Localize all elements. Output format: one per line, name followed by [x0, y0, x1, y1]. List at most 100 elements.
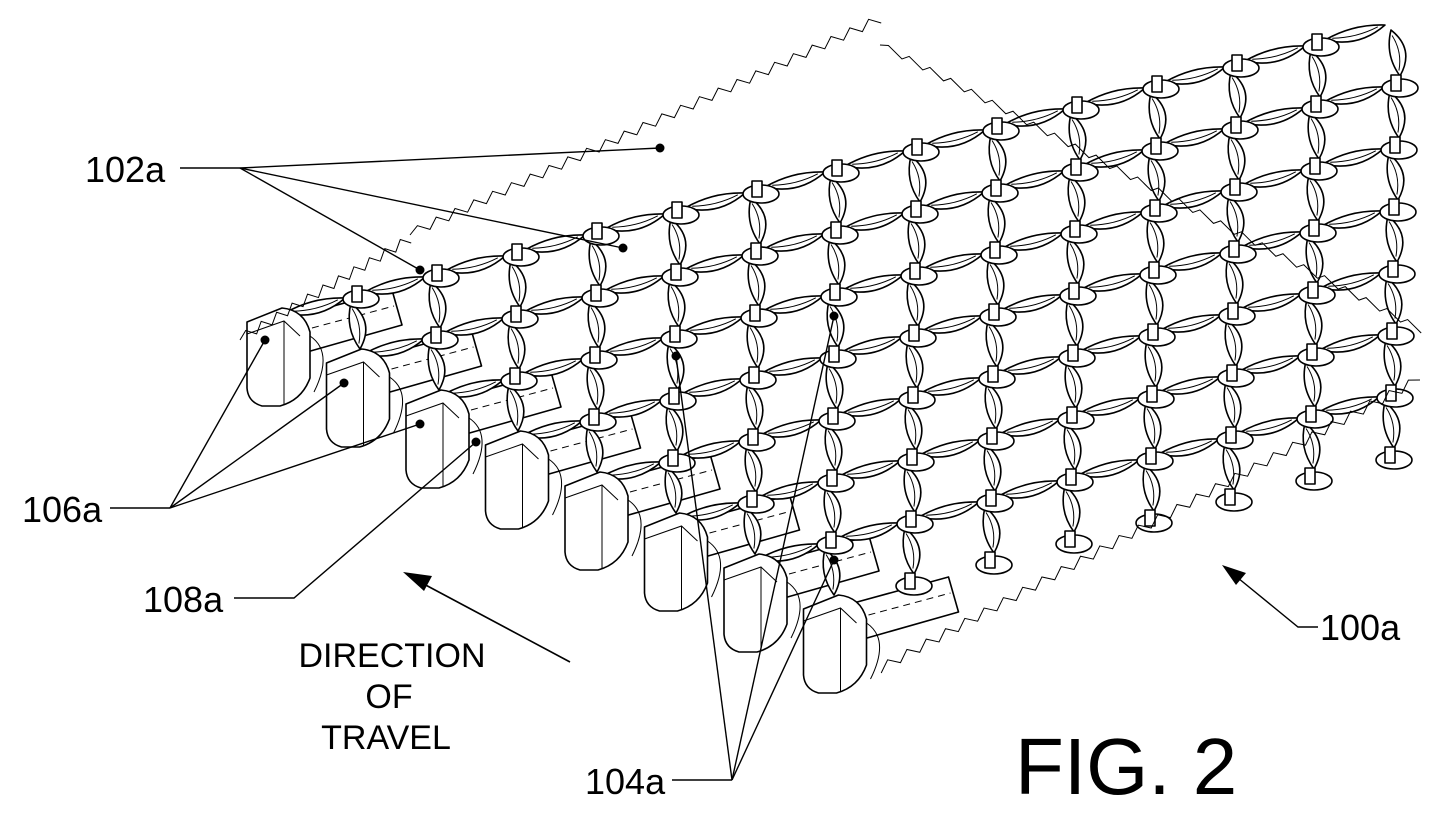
cross-blade	[986, 258, 1005, 306]
row-blade-fold	[1247, 357, 1294, 370]
connector-clip	[906, 448, 918, 466]
cross-blade-fold	[989, 264, 999, 300]
row-blade-fold	[371, 340, 418, 353]
knuckle-pin	[707, 540, 722, 598]
cross-blade	[1064, 361, 1083, 409]
connector-clip	[1386, 322, 1398, 340]
connector-clip	[1150, 137, 1162, 155]
cross-blade	[1143, 402, 1162, 450]
connector-clip	[905, 510, 917, 528]
cross-blade-fold	[909, 285, 919, 321]
row-blade-fold	[1010, 234, 1057, 247]
row-blade-fold	[928, 379, 975, 392]
row-blade-fold	[1091, 151, 1138, 164]
cross-blade-fold	[1305, 428, 1315, 464]
cross-blade-fold	[1149, 222, 1159, 258]
connector-clip	[1389, 136, 1401, 154]
connector-clip	[1148, 261, 1160, 279]
row-blade-fold	[769, 359, 816, 372]
leader-lines	[110, 143, 1318, 781]
row-blade-fold	[1012, 110, 1059, 123]
connector-clip	[984, 551, 996, 569]
row-blade-fold	[532, 236, 579, 249]
row-blade-fold	[1166, 440, 1213, 453]
row-blade-fold	[292, 299, 339, 312]
knuckle-block	[405, 389, 470, 489]
connector-clip	[1069, 220, 1081, 238]
row-blade-fold	[1172, 68, 1219, 81]
cross-blade-fold	[746, 513, 756, 549]
cross-blade	[1224, 319, 1243, 367]
connector-clip	[831, 159, 843, 177]
leader-100a	[1237, 577, 1318, 628]
row-blade-fold	[1246, 419, 1293, 432]
direction-arrow-shaft	[419, 581, 571, 663]
connector-clip	[669, 325, 681, 343]
cross-blade-fold	[509, 390, 519, 426]
connector-clip	[985, 489, 997, 507]
leader-104a-3	[731, 559, 835, 781]
connector-clip	[671, 201, 683, 219]
cross-blade	[1303, 360, 1322, 408]
cross-blade	[1065, 299, 1084, 347]
row-blade-fold	[612, 215, 659, 228]
cross-blade	[1386, 153, 1405, 201]
row-blade-fold	[847, 462, 894, 475]
connector-clip	[588, 408, 600, 426]
cross-blade	[1223, 381, 1242, 429]
connector-clip	[1227, 302, 1239, 320]
connector-clip	[829, 283, 841, 301]
row-blade-fold	[1167, 378, 1214, 391]
cross-blade-fold	[1390, 97, 1400, 133]
row-blade-fold	[931, 193, 978, 206]
cross-blade-fold	[1066, 429, 1076, 465]
connector-clip	[991, 117, 1003, 135]
cross-blade-fold	[911, 161, 921, 197]
cross-blade	[1387, 91, 1406, 139]
cross-blade-fold	[1309, 180, 1319, 216]
connector-clip	[1306, 343, 1318, 361]
cross-blade	[908, 155, 927, 203]
cross-blade	[988, 134, 1007, 182]
cross-blade	[1142, 464, 1161, 512]
cross-blade-fold	[1145, 470, 1155, 506]
connector-clip	[1071, 96, 1083, 114]
cross-blade-fold	[990, 202, 1000, 238]
cross-blade-fold	[751, 203, 761, 239]
cross-blade	[507, 322, 526, 370]
connector-clip	[351, 285, 363, 303]
cross-blade-fold	[831, 182, 841, 218]
direction-line-2: OF	[365, 678, 412, 716]
leader-106a-1	[169, 339, 266, 509]
cross-blade	[1384, 277, 1403, 325]
cross-blade	[982, 506, 1001, 554]
row-blade-fold	[372, 278, 419, 291]
knuckle-block	[723, 553, 788, 653]
cross-blade	[823, 486, 842, 534]
cross-blade	[904, 403, 923, 451]
row-blade-fold	[926, 503, 973, 516]
cross-blade	[903, 465, 922, 513]
cross-blade	[1063, 423, 1082, 471]
connector-clip	[430, 326, 442, 344]
cross-blade-fold	[510, 328, 520, 364]
cross-blade	[824, 424, 843, 472]
row-blade-fold	[1248, 295, 1295, 308]
cross-blade-fold	[590, 307, 600, 343]
woven-blades	[284, 24, 1419, 596]
knuckle-block	[802, 594, 868, 694]
row-blade-fold	[688, 442, 735, 455]
knuckle-block	[484, 430, 550, 530]
row-blade-fold	[927, 441, 974, 454]
cross-blade-fold	[827, 430, 837, 466]
row-blade-fold	[848, 400, 895, 413]
cross-blade-fold	[588, 431, 598, 467]
cross-blade	[588, 239, 607, 287]
cross-blade	[587, 301, 606, 349]
cross-blade-fold	[1388, 221, 1398, 257]
row-blade-fold	[771, 235, 818, 248]
plate-hidden-line	[868, 592, 951, 616]
cross-blade-fold	[1148, 284, 1158, 320]
dot-102a-3	[415, 265, 425, 275]
connector-clip	[830, 221, 842, 239]
